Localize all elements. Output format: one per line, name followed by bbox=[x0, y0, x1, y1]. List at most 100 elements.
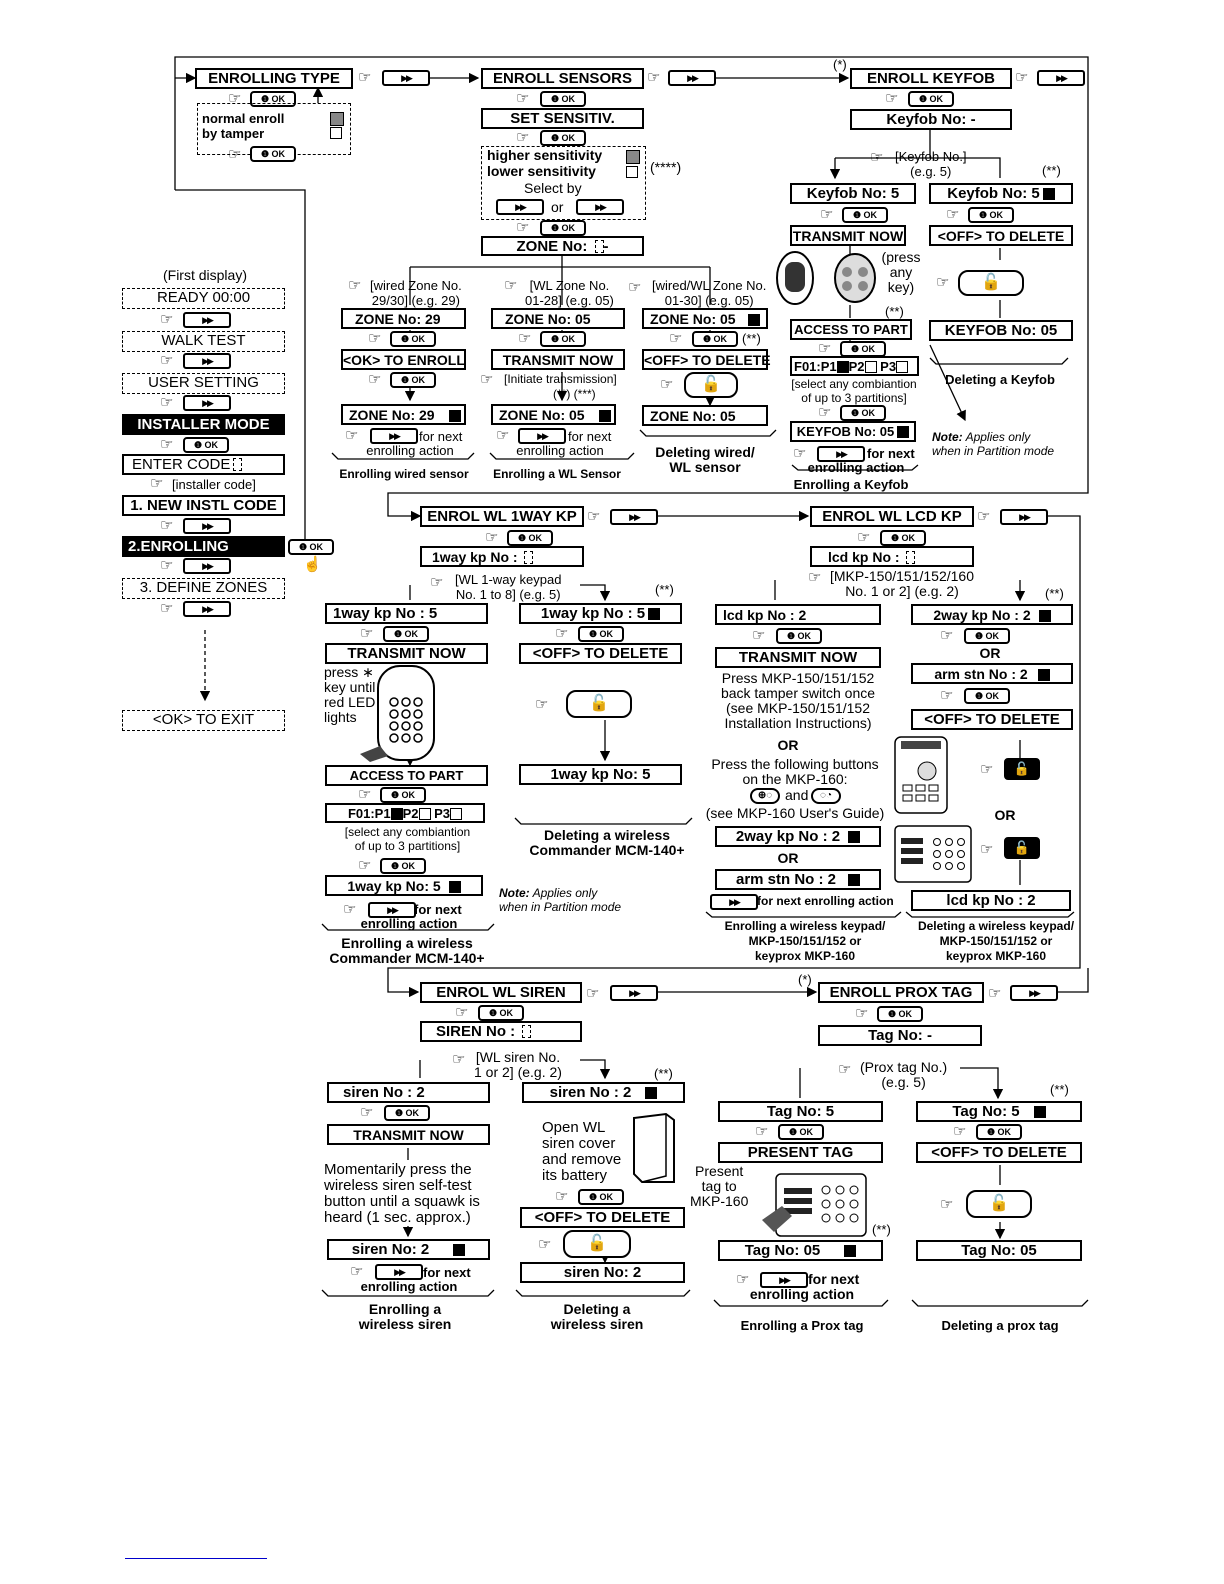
unlock-button-icon[interactable]: 🔓 bbox=[1004, 758, 1040, 780]
lcd-kp-no-display: lcd kp No : bbox=[810, 546, 974, 567]
ok-button-icon[interactable]: ❶ OK bbox=[692, 331, 738, 347]
next-button-icon[interactable] bbox=[610, 985, 658, 1001]
enter-code-field[interactable]: ENTER CODE bbox=[122, 454, 285, 475]
pointing-hand-icon: ☞ bbox=[936, 274, 950, 291]
caption-deleting-mcm: Deleting a wireless Commander MCM-140+ bbox=[529, 827, 685, 858]
twoway-kp2-enrolled: 2way kp No : 2 bbox=[715, 826, 881, 847]
oneway-access-to-part: ACCESS TO PART bbox=[325, 765, 488, 786]
back-button-icon[interactable] bbox=[576, 199, 624, 215]
enroll-prox-tag-title: ENROLL PROX TAG bbox=[818, 982, 984, 1003]
next-button-icon[interactable] bbox=[370, 428, 418, 444]
next-button-icon[interactable] bbox=[183, 558, 231, 574]
unlock-button-icon[interactable]: 🔓 bbox=[566, 690, 632, 718]
pointing-hand-icon: ☞ bbox=[480, 371, 494, 388]
pointing-hand-icon: ☞ bbox=[368, 371, 382, 388]
next-button-icon[interactable] bbox=[668, 70, 716, 86]
ok-button-icon[interactable]: ❶ OK bbox=[380, 858, 426, 874]
ok-button-icon[interactable]: ❶ OK bbox=[578, 1189, 624, 1205]
ok-button-icon[interactable]: ❶ OK bbox=[383, 626, 429, 642]
ok-button-icon[interactable]: ❶ OK bbox=[840, 405, 886, 421]
menu-define-zones[interactable]: 3. DEFINE ZONES bbox=[122, 578, 285, 599]
arm-button-icon[interactable]: ◌◔ bbox=[811, 788, 841, 804]
siren2-deleted: siren No: 2 bbox=[520, 1262, 685, 1283]
tag05-enrolled: Tag No: 05 bbox=[718, 1240, 883, 1261]
ok-button-icon[interactable]: ❶ OK bbox=[540, 130, 586, 146]
double-star-note: (**) bbox=[1045, 586, 1064, 601]
normal-enroll-option[interactable]: normal enroll bbox=[202, 111, 285, 126]
menu-ready[interactable]: READY 00:00 bbox=[122, 288, 285, 309]
ok-button-icon[interactable]: ❶ OK bbox=[908, 91, 954, 107]
ok-button-icon[interactable]: ❶ OK bbox=[578, 626, 624, 642]
ok-button-icon[interactable]: ❶ OK bbox=[540, 220, 586, 236]
next-button-icon[interactable] bbox=[183, 353, 231, 369]
lower-sensitivity-option[interactable]: lower sensitivity bbox=[487, 163, 596, 179]
caption-enrolling-mcm: Enrolling a wireless Commander MCM-140+ bbox=[329, 935, 485, 966]
by-tamper-option[interactable]: by tamper bbox=[202, 126, 265, 141]
next-button-icon[interactable] bbox=[496, 199, 544, 215]
next-button-icon[interactable] bbox=[368, 902, 416, 918]
ok-button-icon[interactable]: ❶ OK bbox=[288, 539, 334, 555]
four-star-note: (****) bbox=[650, 159, 682, 175]
unlock-button-icon[interactable]: 🔓 bbox=[563, 1230, 631, 1258]
next-button-icon[interactable] bbox=[710, 894, 758, 910]
ok-button-icon[interactable]: ❶ OK bbox=[478, 1005, 524, 1021]
unlock-button-icon[interactable]: 🔓 bbox=[966, 1190, 1032, 1218]
ok-button-icon[interactable]: ❶ OK bbox=[183, 437, 229, 453]
next-button-icon[interactable] bbox=[382, 70, 430, 86]
ok-button-icon[interactable]: ❶ OK bbox=[776, 628, 822, 644]
ok-button-icon[interactable]: ❶ OK bbox=[840, 341, 886, 357]
next-button-icon[interactable] bbox=[610, 509, 658, 525]
next-button-icon[interactable] bbox=[375, 1264, 423, 1280]
enrol-wl-lcd-kp-title: ENROL WL LCD KP bbox=[810, 506, 974, 527]
pointing-hand-icon: ☞ bbox=[160, 311, 174, 328]
ok-button-icon[interactable]: ❶ OK bbox=[540, 331, 586, 347]
pointing-hand-icon: ☞ bbox=[818, 340, 832, 357]
double-star-note: (**) bbox=[655, 582, 674, 597]
ok-button-icon[interactable]: ❶ OK bbox=[842, 207, 888, 223]
ok-button-icon[interactable]: ❶ OK bbox=[964, 628, 1010, 644]
ok-button-icon[interactable]: ❶ OK bbox=[877, 1006, 923, 1022]
pointing-hand-icon: ☞ bbox=[504, 277, 518, 294]
next-button-icon[interactable] bbox=[518, 428, 566, 444]
unlock-button-icon[interactable]: 🔓 bbox=[958, 270, 1024, 296]
menu-ok-to-exit[interactable]: <OK> TO EXIT bbox=[122, 710, 285, 731]
menu-enrolling[interactable]: 2.ENROLLING bbox=[122, 536, 285, 557]
next-button-icon[interactable] bbox=[817, 446, 865, 462]
pointing-hand-icon: ☞ bbox=[647, 69, 661, 86]
higher-sensitivity-option[interactable]: higher sensitivity bbox=[487, 147, 603, 163]
ok-button-icon[interactable]: ❶ OK bbox=[390, 372, 436, 388]
next-button-icon[interactable] bbox=[760, 1272, 808, 1288]
ok-button-icon[interactable]: ❶ OK bbox=[778, 1124, 824, 1140]
unlock-button-icon[interactable]: 🔓 bbox=[1004, 837, 1040, 859]
ok-button-icon[interactable]: ❶ OK bbox=[968, 207, 1014, 223]
next-button-icon[interactable] bbox=[1037, 70, 1085, 86]
ok-button-icon[interactable]: ❶ OK bbox=[384, 1105, 430, 1121]
ok-button-icon[interactable]: ❶ OK bbox=[540, 91, 586, 107]
next-button-icon[interactable] bbox=[183, 312, 231, 328]
menu-user-setting[interactable]: USER SETTING bbox=[122, 373, 285, 394]
disarm-button-icon[interactable]: ⊕◌ bbox=[750, 788, 780, 804]
oneway-kp-no-display: 1way kp No : bbox=[420, 546, 584, 567]
next-button-icon[interactable] bbox=[183, 395, 231, 411]
menu-new-instl-code[interactable]: 1. NEW INSTL CODE bbox=[122, 495, 285, 516]
ok-button-icon[interactable]: ❶ OK bbox=[507, 530, 553, 546]
menu-walk-test[interactable]: WALK TEST bbox=[122, 331, 285, 352]
menu-installer-mode[interactable]: INSTALLER MODE bbox=[122, 414, 285, 435]
next-button-icon[interactable] bbox=[183, 518, 231, 534]
wl-zone-hint: [WL Zone No. 01-28] (e.g. 05) bbox=[525, 278, 614, 308]
unlock-button-icon[interactable]: 🔓 bbox=[684, 372, 738, 398]
ok-button-icon[interactable]: ❶ OK bbox=[390, 331, 436, 347]
ok-button-icon[interactable]: ❶ OK bbox=[880, 530, 926, 546]
ok-button-icon[interactable]: ❶ OK bbox=[380, 787, 426, 803]
wl-zone-enrolled: ZONE No: 05 bbox=[491, 404, 616, 425]
next-button-icon[interactable] bbox=[183, 601, 231, 617]
ok-button-icon[interactable]: ❶ OK bbox=[976, 1124, 1022, 1140]
next-button-icon[interactable] bbox=[1010, 985, 1058, 1001]
next-button-icon[interactable] bbox=[1000, 509, 1048, 525]
pointing-hand-icon: ☞ bbox=[885, 90, 899, 107]
ok-button-icon[interactable]: ❶ OK bbox=[250, 146, 296, 162]
siren-no-display: SIREN No : bbox=[420, 1021, 582, 1042]
ok-button-icon[interactable]: ❶ OK bbox=[964, 688, 1010, 704]
